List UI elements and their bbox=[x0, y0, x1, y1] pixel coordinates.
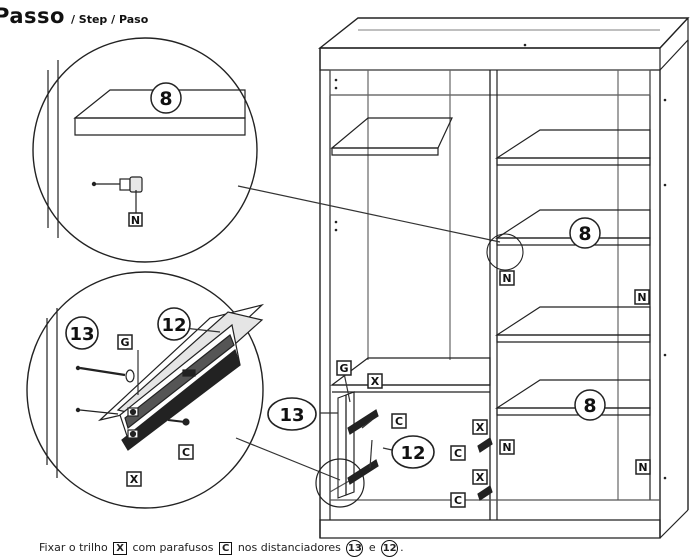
bottom-detail-spacer-b-label: 12 bbox=[161, 315, 186, 336]
cabinet-bolt-label-1: C bbox=[395, 415, 403, 428]
instruction-spacer-b-ref: 12 bbox=[381, 540, 399, 557]
instruction-text: Fixar o trilho X com parafusos C nos dis… bbox=[39, 540, 404, 557]
cabinet-rail-label-1: X bbox=[371, 375, 380, 388]
bottom-detail-bolt-label: C bbox=[182, 446, 190, 459]
cabinet-fastener-label-3: N bbox=[502, 441, 511, 454]
cabinet-fastener-label-4: N bbox=[638, 461, 647, 474]
cabinet-fastener-label-2: N bbox=[637, 291, 646, 304]
instruction-part-2: com parafusos bbox=[132, 541, 214, 554]
rail-lower-middle bbox=[477, 485, 493, 501]
cabinet-bolt-label-2: C bbox=[454, 447, 462, 460]
cabinet-rail-label-2: X bbox=[476, 421, 485, 434]
instruction-rail-ref: X bbox=[113, 542, 127, 555]
instruction-bolt-ref: C bbox=[218, 542, 233, 555]
detail-circle-bottom bbox=[26, 271, 264, 509]
spacer-13-on-cabinet bbox=[337, 394, 347, 499]
instruction-part-4: e bbox=[368, 541, 376, 554]
top-detail-callout bbox=[32, 37, 501, 263]
step-title: Passo bbox=[0, 4, 65, 28]
wardrobe-drawing bbox=[317, 17, 690, 539]
top-detail-fastener-label: N bbox=[131, 214, 140, 227]
bottom-detail-spacer-a-label: 13 bbox=[69, 324, 94, 345]
instruction-part-1: Fixar o trilho bbox=[39, 541, 108, 554]
instruction-spacer-a-ref: 13 bbox=[346, 540, 364, 557]
cabinet-screw-label: G bbox=[339, 362, 348, 375]
cabinet-spacer-a-label: 13 bbox=[279, 405, 304, 426]
labels: 8 N 13 12 G X C 8 8 N N N N 13 12 G X bbox=[65, 82, 651, 508]
step-subtitle: / Step / Paso bbox=[70, 13, 149, 26]
cabinet-detail-ring-top bbox=[486, 233, 524, 271]
instruction-part-5: . bbox=[400, 541, 404, 554]
step-heading: Passo / Step / Paso bbox=[0, 4, 148, 28]
cabinet-fastener-label-1: N bbox=[502, 272, 511, 285]
bottom-detail-rail-label: X bbox=[130, 473, 139, 486]
cabinet-shelf-part-label-2: 8 bbox=[583, 395, 596, 417]
detail-circle-top bbox=[32, 37, 258, 263]
instruction-part-3: nos distanciadores bbox=[237, 541, 341, 554]
wardrobe-top-panel bbox=[317, 17, 690, 49]
cabinet-spacer-b-label: 12 bbox=[400, 443, 425, 464]
bottom-detail-screw-label: G bbox=[120, 336, 129, 349]
bottom-detail-callout bbox=[26, 233, 524, 509]
rail-lower-left bbox=[347, 459, 379, 485]
rail-upper-middle bbox=[477, 437, 493, 453]
spacer-12-on-cabinet bbox=[345, 391, 355, 496]
top-detail-part-label: 8 bbox=[159, 88, 172, 110]
rail-upper-left bbox=[347, 409, 379, 435]
wardrobe-top-edge bbox=[319, 47, 661, 71]
cabinet-shelf-part-label-1: 8 bbox=[578, 223, 591, 245]
cabinet-bolt-label-3: C bbox=[454, 494, 462, 507]
cabinet-detail-ring bbox=[315, 458, 365, 508]
cabinet-rail-label-3: X bbox=[476, 471, 485, 484]
